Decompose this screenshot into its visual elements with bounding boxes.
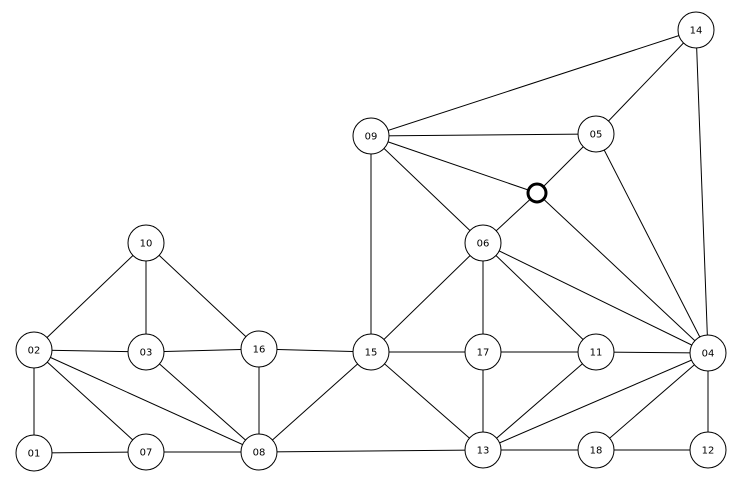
edge-09-05 — [370, 133, 597, 137]
node-circle — [577, 115, 615, 153]
marker-fill — [528, 184, 546, 202]
edge-03-16 — [145, 348, 260, 353]
edge-16-15 — [258, 348, 372, 353]
node-label: 04 — [702, 349, 715, 360]
marker-node — [526, 182, 548, 204]
node-label: 06 — [477, 239, 490, 250]
node-label: 11 — [590, 348, 603, 359]
node-07: 07 — [127, 433, 165, 471]
node-layer: 01 02 03 04 05 06 07 08 09 10 11 12 13 14 15 16 17 18 — [15, 11, 727, 472]
node-circle — [577, 431, 615, 469]
edge-11-13 — [482, 351, 597, 451]
edge-08-15 — [258, 351, 372, 453]
node-circle — [240, 433, 278, 471]
node-circle — [677, 11, 715, 49]
node-18: 18 — [577, 431, 615, 469]
node-02: 02 — [15, 331, 53, 369]
node-16: 16 — [240, 330, 278, 368]
edge-09-marker — [370, 135, 538, 194]
node-circle — [240, 330, 278, 368]
node-circle — [464, 333, 502, 371]
node-circle — [127, 333, 165, 371]
edge-05-04 — [595, 133, 709, 354]
node-08: 08 — [240, 433, 278, 471]
node-circle — [464, 431, 502, 469]
node-label: 16 — [253, 345, 266, 356]
edge-09-14 — [370, 29, 697, 137]
node-circle — [15, 331, 53, 369]
node-05: 05 — [577, 115, 615, 153]
edge-11-04 — [595, 351, 709, 354]
node-09: 09 — [352, 117, 390, 155]
edge-08-13 — [258, 449, 484, 453]
node-06: 06 — [464, 224, 502, 262]
node-label: 14 — [690, 26, 703, 37]
node-label: 03 — [140, 348, 153, 359]
edge-02-10 — [33, 242, 147, 351]
node-circle — [15, 434, 53, 472]
edge-09-06 — [370, 135, 484, 244]
edge-10-16 — [145, 242, 260, 350]
node-11: 11 — [577, 333, 615, 371]
edge-02-08 — [33, 349, 260, 453]
edge-04-18 — [595, 352, 709, 451]
node-circle — [127, 224, 165, 262]
node-circle — [689, 431, 727, 469]
node-04: 04 — [689, 334, 727, 372]
node-03: 03 — [127, 333, 165, 371]
node-01: 01 — [15, 434, 53, 472]
node-circle — [577, 333, 615, 371]
node-label: 01 — [28, 449, 41, 460]
node-label: 13 — [477, 446, 490, 457]
edge-02-03 — [33, 349, 147, 353]
edge-04-13 — [482, 352, 709, 451]
node-label: 02 — [28, 346, 41, 357]
edge-06-04 — [482, 242, 709, 354]
marker-ring-icon — [526, 182, 548, 204]
node-13: 13 — [464, 431, 502, 469]
edge-01-07 — [33, 451, 147, 454]
node-circle — [352, 333, 390, 371]
node-label: 08 — [253, 448, 266, 459]
node-12: 12 — [689, 431, 727, 469]
edge-03-08 — [145, 351, 260, 453]
node-15: 15 — [352, 333, 390, 371]
node-circle — [689, 334, 727, 372]
node-circle — [352, 117, 390, 155]
edge-06-11 — [482, 242, 597, 353]
edge-05-14 — [595, 29, 697, 135]
node-label: 07 — [140, 448, 153, 459]
node-label: 15 — [365, 348, 378, 359]
node-10: 10 — [127, 224, 165, 262]
edge-15-06 — [370, 242, 484, 353]
edge-02-07 — [33, 349, 147, 453]
node-14: 14 — [677, 11, 715, 49]
node-label: 17 — [477, 348, 490, 359]
node-label: 12 — [702, 446, 715, 457]
node-label: 18 — [590, 446, 603, 457]
node-17: 17 — [464, 333, 502, 371]
node-circle — [464, 224, 502, 262]
edge-14-04 — [695, 29, 709, 354]
edge-marker-04 — [536, 192, 709, 354]
node-circle — [127, 433, 165, 471]
node-label: 10 — [140, 239, 153, 250]
node-label: 05 — [590, 130, 603, 141]
node-label: 09 — [365, 132, 378, 143]
edge-15-13 — [370, 351, 484, 451]
